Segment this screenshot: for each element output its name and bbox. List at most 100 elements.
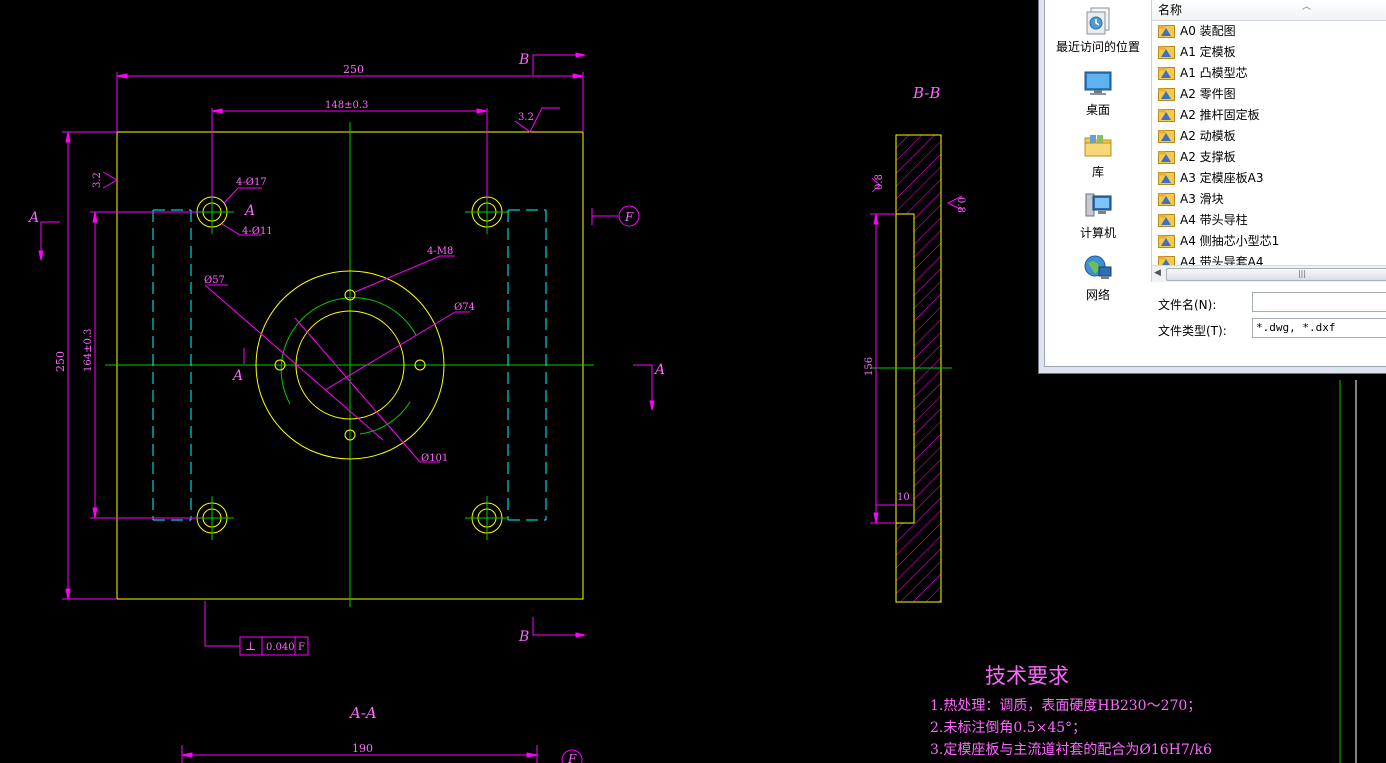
file-list[interactable]: 名称 ︿ A0 装配图 A1 定模板 A1 凸模型芯 A2 零件图 A2 推杆固定板 A2… (1151, 0, 1386, 282)
scroll-left-icon[interactable]: ◀ (1154, 268, 1161, 278)
rough-text-bb-left: 0.8 (874, 174, 885, 190)
dimension-texts: 250 148±0.3 3.2 4-Ø17 4-Ø11 4-M8 Ø57 Ø74… (54, 63, 966, 755)
datum-F (591, 205, 640, 227)
dia-text-74: Ø74 (454, 302, 475, 313)
cad-file-icon (1158, 46, 1175, 59)
bb-dims (870, 177, 963, 524)
place-label-libraries: 库 (1091, 165, 1104, 179)
dim-center-148 (211, 108, 488, 197)
tech-item-1: 1.热处理：调质，表面硬度HB230～270； (930, 698, 1201, 714)
file-name-text: A2 推杆固定板 (1180, 108, 1260, 122)
place-libraries[interactable]: 库 (1045, 129, 1151, 180)
bolt-circle-arc-2 (359, 401, 411, 435)
tol-value: 0.040 (266, 642, 295, 653)
plan-view (38, 52, 655, 656)
label-B-bottom: B (518, 629, 529, 645)
tech-item-2: 2.未标注倒角0.5×45°； (930, 720, 1086, 736)
place-label-desktop: 桌面 (1085, 103, 1110, 117)
file-name-text: A2 零件图 (1180, 87, 1236, 101)
label-A-hole: A (243, 203, 255, 219)
recent-places-icon (1086, 7, 1110, 35)
file-list-item[interactable]: A2 推杆固定板 (1152, 105, 1386, 126)
bolt-circle-arc-1 (280, 297, 417, 405)
file-list-item[interactable]: A3 定模座板A3 (1152, 168, 1386, 189)
file-list-item[interactable]: A2 支撑板 (1152, 147, 1386, 168)
label-F-bottom: F (567, 752, 577, 763)
file-name-text: A4 带头导柱 (1180, 213, 1248, 227)
column-header-label: 名称 (1158, 3, 1183, 17)
file-list-item[interactable]: A1 定模板 (1152, 42, 1386, 63)
dia-text-57: Ø57 (204, 275, 225, 286)
cad-file-icon (1158, 193, 1175, 206)
file-name-text: A4 带头导套A4 (1180, 255, 1264, 266)
dim-bottom-190 (181, 745, 583, 763)
file-list-item[interactable]: A2 动模板 (1152, 126, 1386, 147)
circle-101 (255, 270, 445, 460)
file-name-text: A0 装配图 (1180, 24, 1236, 38)
dim-text-10: 10 (897, 492, 910, 503)
file-list-item[interactable]: A2 零件图 (1152, 84, 1386, 105)
dia-text-101: Ø101 (421, 453, 448, 464)
file-name-text: A2 动模板 (1180, 129, 1236, 143)
horizontal-scrollbar[interactable]: ◀ ||| (1152, 265, 1386, 282)
tech-item-3: 3.定模座板与主流道衬套的配合为Ø16H7/k6 (930, 742, 1212, 758)
cad-file-icon (1158, 172, 1175, 185)
label-A-center: A (231, 368, 243, 384)
section-B-marks (532, 52, 586, 638)
file-name-text: A2 支撑板 (1180, 150, 1236, 164)
label-F: F (624, 210, 634, 224)
roughness-symbols (102, 107, 560, 189)
file-type-select[interactable]: *.dwg, *.dxf (1252, 318, 1386, 338)
leaders (204, 187, 470, 463)
cad-file-icon (1158, 235, 1175, 248)
cad-file-icon (1158, 25, 1175, 38)
place-network[interactable]: 网络 (1045, 252, 1151, 303)
place-recent[interactable]: 最近访问的位置 (1045, 4, 1151, 55)
computer-icon (1085, 193, 1112, 217)
rough-text-left: 3.2 (92, 172, 103, 188)
file-list-item[interactable]: A3 滑块 (1152, 189, 1386, 210)
hidden-slot-right (507, 209, 547, 521)
network-icon (1084, 255, 1112, 279)
file-list-item[interactable]: A4 带头导柱 (1152, 210, 1386, 231)
file-list-item[interactable]: A4 带头导套A4 (1152, 252, 1386, 266)
place-label-computer: 计算机 (1079, 226, 1116, 240)
tolerance-frame (204, 601, 309, 656)
libraries-icon (1084, 135, 1112, 157)
label-A-right: A (653, 362, 665, 378)
corner-hole-centerlines (190, 190, 509, 540)
circle-57 (295, 310, 405, 420)
places-bar: 最近访问的位置 桌面 库 (1045, 0, 1151, 366)
file-list-item[interactable]: A4 侧抽芯小型芯1 (1152, 231, 1386, 252)
tech-title: 技术要求 (985, 664, 1069, 688)
place-computer[interactable]: 计算机 (1045, 190, 1151, 241)
file-open-dialog: 最近访问的位置 桌面 库 (1038, 0, 1386, 374)
dim-text-156: 156 (864, 357, 875, 376)
tech-requirements: 技术要求 1.热处理：调质，表面硬度HB230～270； 2.未标注倒角0.5×… (930, 664, 1212, 758)
file-name-input[interactable] (1252, 292, 1386, 312)
file-type-label: 文件类型(T): (1158, 324, 1227, 338)
file-name-text: A3 滑块 (1180, 192, 1224, 206)
rough-text-top: 3.2 (518, 112, 534, 123)
dialog-body: 最近访问的位置 桌面 库 (1044, 0, 1386, 367)
label-AA: A-A (348, 704, 377, 722)
file-list-item[interactable]: A1 凸模型芯 (1152, 63, 1386, 84)
column-header-name[interactable]: 名称 ︿ (1152, 0, 1386, 21)
m8-holes (274, 289, 426, 441)
hole-text-m8: 4-M8 (427, 246, 453, 257)
cad-file-icon (1158, 214, 1175, 227)
file-rows: A0 装配图 A1 定模板 A1 凸模型芯 A2 零件图 A2 推杆固定板 A2 动模板 A… (1152, 21, 1386, 266)
place-desktop[interactable]: 桌面 (1045, 67, 1151, 118)
file-name-text: A4 侧抽芯小型芯1 (1180, 234, 1280, 248)
file-list-item[interactable]: A0 装配图 (1152, 21, 1386, 42)
scroll-thumb[interactable]: ||| (1166, 268, 1386, 281)
sort-arrow-icon: ︿ (1302, 2, 1312, 12)
file-name-label: 文件名(N): (1158, 298, 1217, 312)
cad-file-icon (1158, 130, 1175, 143)
dim-text-148: 148±0.3 (325, 100, 368, 111)
cad-file-icon (1158, 151, 1175, 164)
label-BB: B-B (912, 84, 940, 102)
file-name-text: A1 凸模型芯 (1180, 66, 1248, 80)
tol-datum: F (298, 642, 305, 653)
